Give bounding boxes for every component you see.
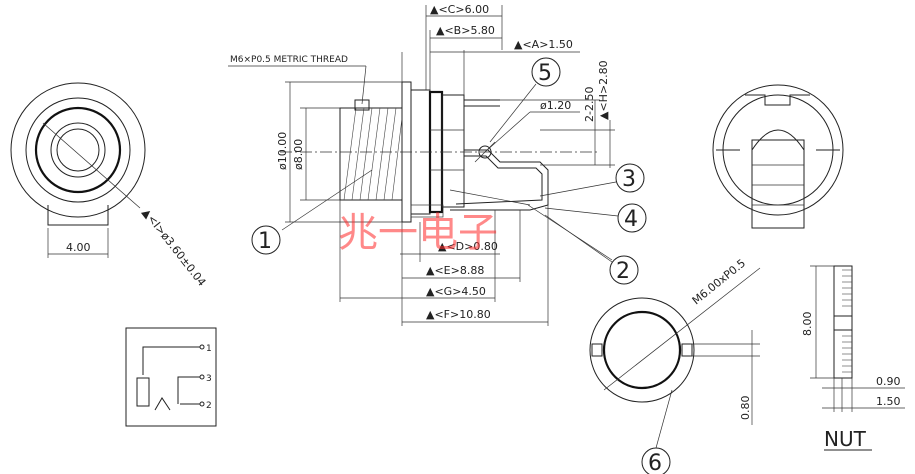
nut-knurl xyxy=(842,269,852,373)
dim-g: ▲<G>4.50 xyxy=(426,285,486,298)
balloon-3: 3 xyxy=(622,167,636,192)
part-balloons: 1 2 3 4 5 6 xyxy=(251,57,673,474)
schematic: 1 3 2 xyxy=(125,327,217,427)
thread-lines xyxy=(343,107,403,201)
dim-d: ▲<D>0.80 xyxy=(438,240,498,253)
pin-3-label: 3 xyxy=(206,374,212,384)
dim-d10: ø10.00 xyxy=(276,132,289,170)
pin-2-label: 2 xyxy=(206,401,212,411)
dim-e: ▲<E>8.88 xyxy=(426,264,484,277)
pin-1-label: 1 xyxy=(206,344,212,354)
watermark: 兆一电子 xyxy=(338,210,498,256)
thread-note: M6×P0.5 METRIC THREAD xyxy=(230,55,348,65)
balloon-2: 2 xyxy=(616,259,630,284)
dim-d8: ø8.00 xyxy=(292,139,305,170)
dim-f: ▲<F>10.80 xyxy=(426,308,491,321)
balloon-6: 6 xyxy=(648,451,662,474)
pin-diameter-dim: ▲<I>ø3.60±0.04 xyxy=(140,206,209,289)
dim-c: ▲<C>6.00 xyxy=(430,3,489,16)
nut-caption: NUT xyxy=(824,427,867,451)
nut-t2-dim: 1.50 xyxy=(876,395,901,408)
front-width-dim: 4.00 xyxy=(66,241,91,254)
nut-t1-dim: 0.90 xyxy=(876,375,901,388)
side-view-dimensions: ▲<C>6.00 ▲<B>5.80 ▲<A>1.50 M6×P0.5 METRI… xyxy=(228,3,615,326)
dim-h: ▲<H>2.80 xyxy=(597,60,610,120)
dim-range: 2-2.50 xyxy=(583,87,596,122)
balloon-1: 1 xyxy=(258,229,272,254)
dim-hole: ø1.20 xyxy=(540,99,571,112)
dim-b: ▲<B>5.80 xyxy=(436,24,495,37)
nut-side-view: 8.00 0.90 1.50 NUT xyxy=(801,265,905,451)
front-view: 4.00 ▲<I>ø3.60±0.04 xyxy=(10,82,209,289)
balloon-5: 5 xyxy=(538,61,552,86)
nut-height-dim: 8.00 xyxy=(801,312,814,337)
side-view xyxy=(280,81,600,223)
rear-view xyxy=(712,84,844,229)
nut-slot-dim: 0.80 xyxy=(739,396,752,421)
balloon-4: 4 xyxy=(624,207,638,232)
dim-a: ▲<A>1.50 xyxy=(514,38,573,51)
